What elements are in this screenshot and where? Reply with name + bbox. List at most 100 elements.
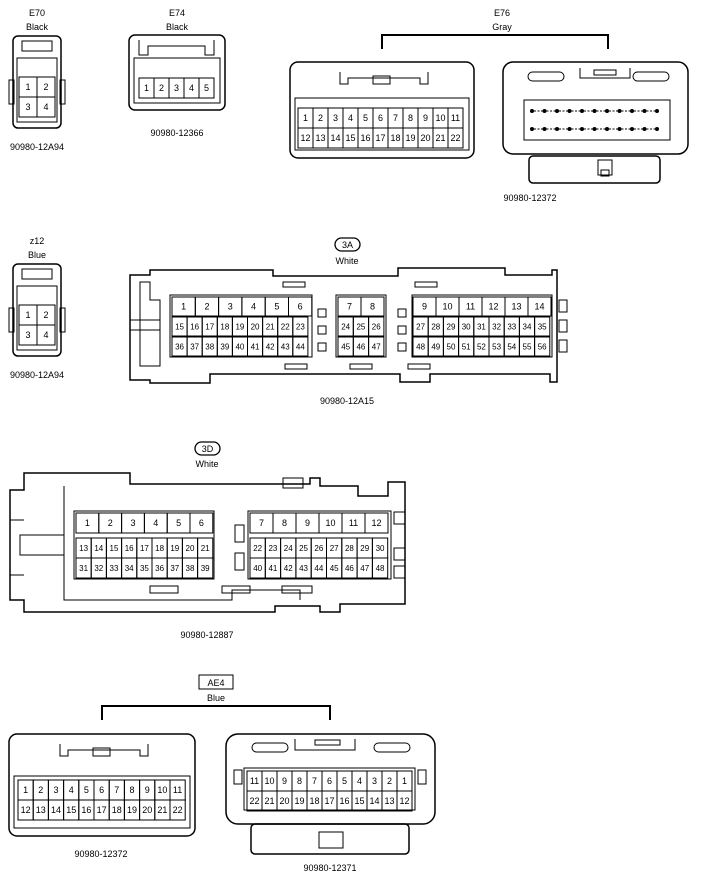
pin-terminal-dot bbox=[655, 127, 659, 131]
3d-code: 3D bbox=[202, 444, 214, 454]
pin-number: 10 bbox=[264, 776, 274, 786]
pin-number: 21 bbox=[157, 805, 167, 815]
3a-lock-bar bbox=[284, 363, 308, 370]
pin-number: 3 bbox=[228, 302, 233, 312]
3a-housing bbox=[129, 267, 558, 384]
e76-part-number: 90980-12372 bbox=[503, 193, 556, 203]
pin-number: 22 bbox=[249, 796, 259, 806]
pin-number: 22 bbox=[450, 133, 460, 143]
pin-number: 18 bbox=[309, 796, 319, 806]
3a-guide-hole bbox=[317, 325, 327, 335]
e76-rear-key bbox=[593, 69, 617, 76]
e76-rear-lock bbox=[528, 155, 661, 184]
3a-guide-hole bbox=[397, 308, 407, 318]
pin-number: 9 bbox=[305, 518, 310, 528]
pin-number: 3 bbox=[53, 785, 58, 795]
pin-number: 16 bbox=[190, 322, 199, 331]
pin-number: 16 bbox=[360, 133, 370, 143]
pin-number: 19 bbox=[235, 322, 244, 331]
pin-number: 17 bbox=[97, 805, 107, 815]
pin-number: 15 bbox=[175, 322, 184, 331]
e74-code: E74 bbox=[169, 8, 185, 18]
ae4-left-inner bbox=[13, 775, 191, 829]
pin-number: 39 bbox=[201, 564, 210, 573]
pin-number: 5 bbox=[204, 83, 209, 93]
pin-cell bbox=[534, 336, 551, 357]
pin-terminal-dot bbox=[630, 127, 634, 131]
pin-number: 32 bbox=[492, 322, 501, 331]
pin-number: 3 bbox=[25, 102, 30, 112]
pin-number: 18 bbox=[112, 805, 122, 815]
ae4-code: AE4 bbox=[207, 678, 224, 688]
3a-lock-bar bbox=[407, 363, 431, 370]
3a-part-number: 90980-12A15 bbox=[320, 396, 374, 406]
pin-number: 18 bbox=[155, 544, 164, 553]
pin-cell bbox=[368, 316, 385, 337]
pin-number: 8 bbox=[282, 518, 287, 528]
pin-number: 20 bbox=[186, 544, 195, 553]
pin-number: 42 bbox=[266, 342, 275, 351]
pin-number: 13 bbox=[511, 302, 521, 312]
e74-housing bbox=[128, 34, 226, 111]
pin-cell bbox=[371, 557, 389, 579]
pin-number: 2 bbox=[43, 82, 48, 92]
pin-terminal-dot bbox=[555, 109, 559, 113]
pin-number: 2 bbox=[204, 302, 209, 312]
pin-number: 2 bbox=[387, 776, 392, 786]
pin-number: 7 bbox=[114, 785, 119, 795]
pin-number: 6 bbox=[378, 113, 383, 123]
3d-code-badge bbox=[194, 441, 221, 456]
pin-number: 7 bbox=[393, 113, 398, 123]
pin-cell bbox=[197, 557, 214, 579]
pin-terminal-dot bbox=[567, 127, 572, 131]
pin-terminal-dot bbox=[655, 109, 659, 113]
pin-cell bbox=[527, 296, 552, 317]
3a-left-block bbox=[169, 294, 313, 358]
pin-number: 28 bbox=[431, 322, 440, 331]
pin-number: 6 bbox=[199, 518, 204, 528]
pin-cell bbox=[292, 336, 309, 357]
pin-number: 15 bbox=[345, 133, 355, 143]
e76-front-key bbox=[372, 75, 391, 85]
pin-number: 2 bbox=[38, 785, 43, 795]
3a-side-tab bbox=[558, 299, 568, 313]
pin-terminal-dot bbox=[630, 109, 634, 113]
pin-number: 21 bbox=[435, 133, 445, 143]
3d-color: White bbox=[195, 459, 218, 469]
pin-number: 38 bbox=[186, 564, 195, 573]
pin-number: 46 bbox=[345, 564, 354, 573]
pin-number: 17 bbox=[375, 133, 385, 143]
pin-number: 8 bbox=[129, 785, 134, 795]
pin-number: 4 bbox=[357, 776, 362, 786]
pin-number: 27 bbox=[330, 544, 339, 553]
e70-part-number: 90980-12A94 bbox=[10, 142, 64, 152]
pin-terminal-dot bbox=[592, 127, 597, 131]
pin-number: 41 bbox=[268, 564, 277, 573]
e76-front-inner bbox=[294, 97, 470, 151]
pin-number: 14 bbox=[51, 805, 61, 815]
pin-number: 44 bbox=[296, 342, 305, 351]
pin-number: 1 bbox=[23, 785, 28, 795]
3a-left-guide bbox=[139, 281, 161, 367]
pin-number: 49 bbox=[431, 342, 440, 351]
3a-code-badge bbox=[334, 237, 361, 252]
pin-cell bbox=[534, 316, 551, 337]
pin-number: 29 bbox=[447, 322, 456, 331]
z12-part-number: 90980-12A94 bbox=[10, 370, 64, 380]
pin-number: 19 bbox=[294, 796, 304, 806]
pin-terminal-dot bbox=[555, 127, 559, 131]
pin-terminal-dot bbox=[605, 109, 609, 113]
3d-guide bbox=[234, 524, 245, 543]
pin-number: 13 bbox=[36, 805, 46, 815]
pin-number: 1 bbox=[25, 82, 30, 92]
z12-code: z12 bbox=[30, 236, 45, 246]
pin-number: 9 bbox=[422, 302, 427, 312]
pin-number: 29 bbox=[360, 544, 369, 553]
e76-color: Gray bbox=[492, 22, 512, 32]
pin-number: 15 bbox=[110, 544, 119, 553]
pin-number: 4 bbox=[189, 83, 194, 93]
pin-number: 10 bbox=[442, 302, 452, 312]
